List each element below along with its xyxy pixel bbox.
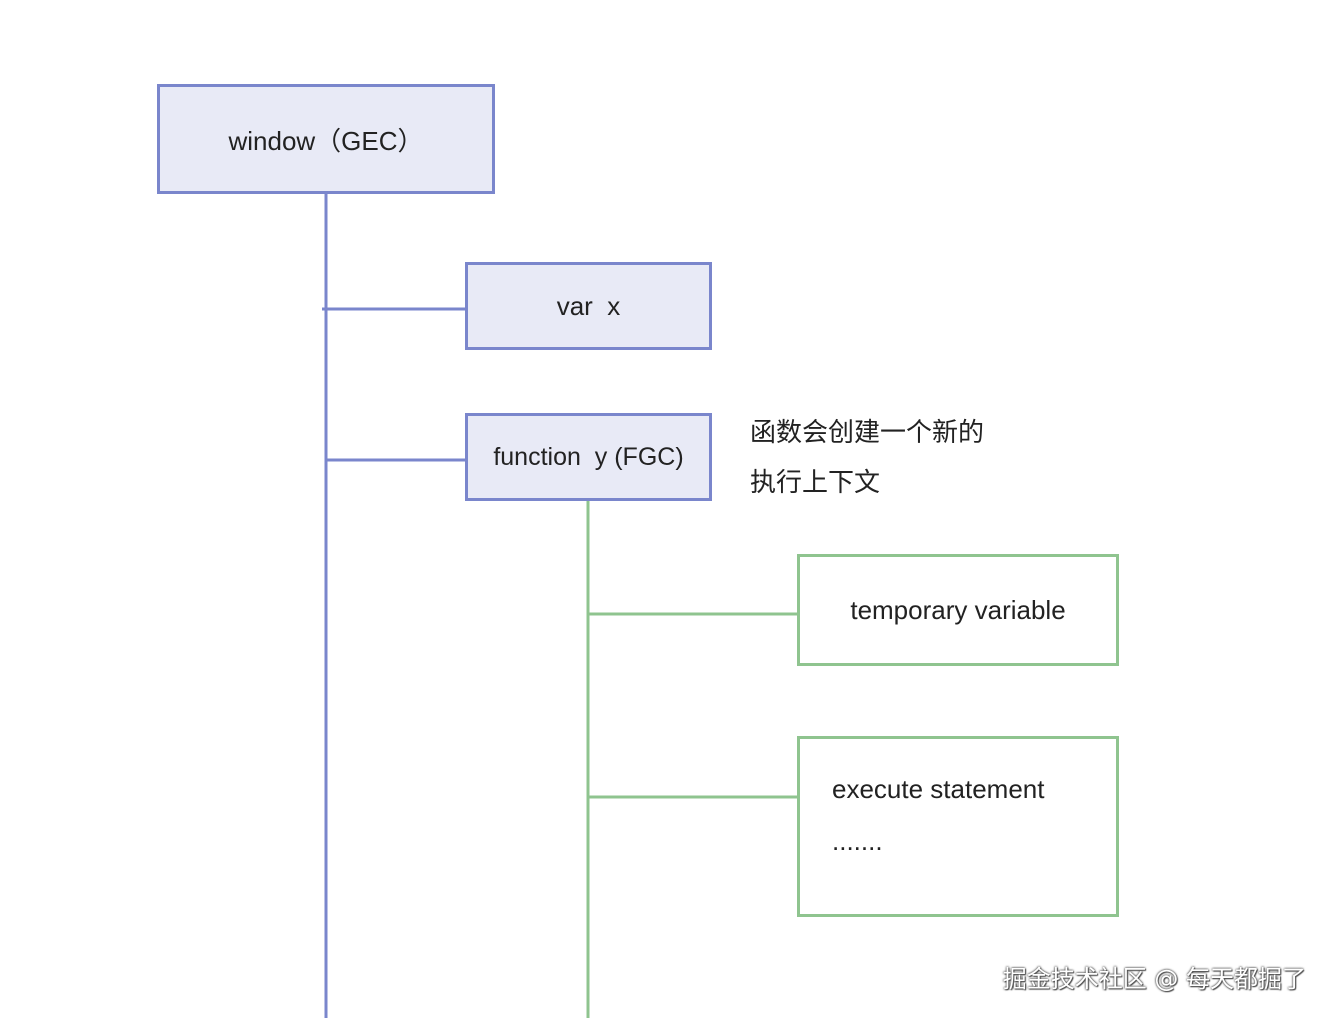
temporary-variable-node: temporary variable bbox=[797, 554, 1119, 666]
window-node: window（GEC） bbox=[157, 84, 495, 194]
var-x-node: var x bbox=[465, 262, 712, 350]
var-x-node-label: var x bbox=[556, 290, 621, 321]
window-node-label: window（GEC） bbox=[228, 125, 424, 156]
note-line-2: 执行上下文 bbox=[750, 468, 881, 498]
execution-context-note: 函数会创建一个新的 执行上下文 bbox=[750, 408, 984, 508]
note-line-1: 函数会创建一个新的 bbox=[750, 418, 985, 448]
function-y-node-label: function y (FGC) bbox=[493, 442, 684, 471]
watermark: 掘金技术社区 @ 每天都掘了 bbox=[1002, 965, 1306, 993]
execute-statement-node: execute statement ....... bbox=[797, 736, 1119, 917]
function-y-node: function y (FGC) bbox=[465, 413, 712, 501]
execute-statement-ellipsis: ....... bbox=[832, 826, 883, 856]
execute-statement-label: execute statement bbox=[832, 774, 1045, 804]
temporary-variable-label: temporary variable bbox=[850, 594, 1066, 625]
